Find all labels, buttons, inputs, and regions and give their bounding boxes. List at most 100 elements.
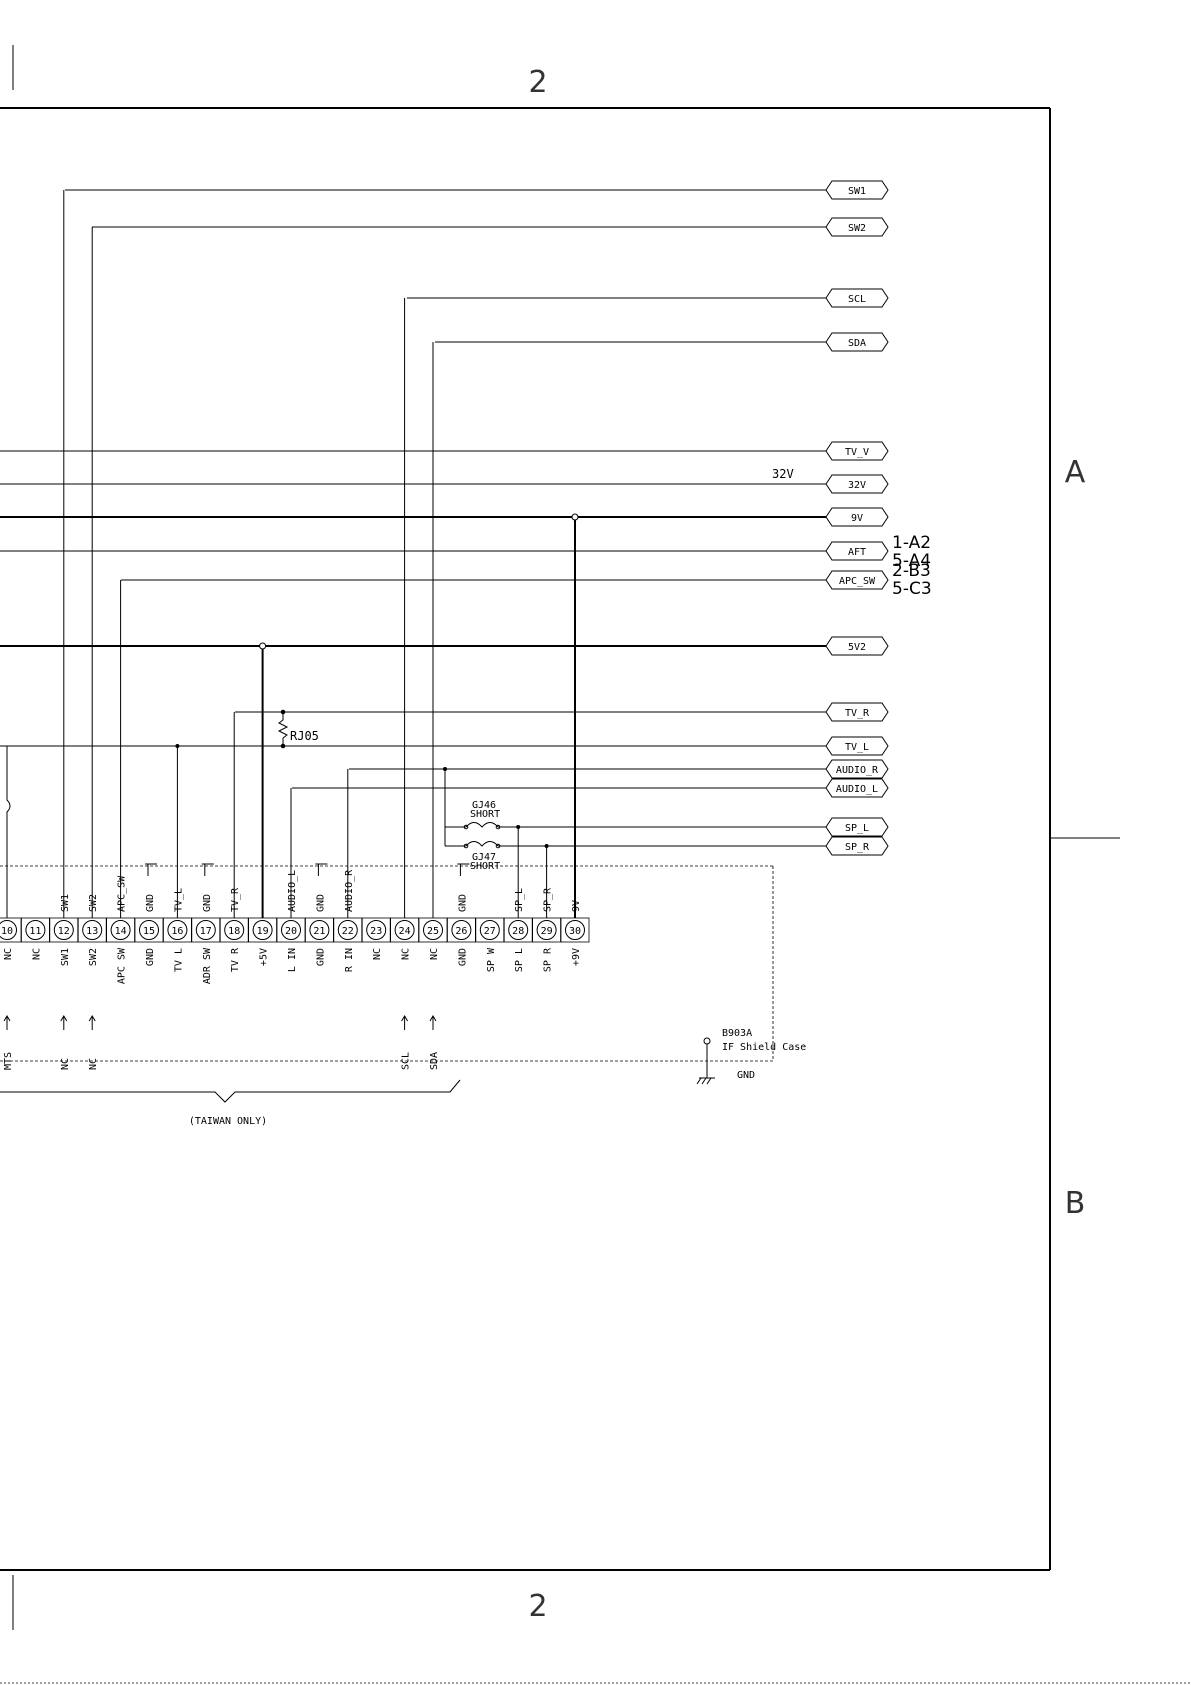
net-port-label: SW1 (848, 186, 866, 197)
pin-bottom-label: NC (372, 948, 383, 960)
net-port-aft: AFT (825, 541, 889, 561)
pin-bottom-label: SP W (486, 947, 497, 972)
pin-bottom-label: SP L (514, 948, 525, 972)
net-port-label: 32V (848, 480, 866, 491)
pin-bottom-label: APC SW (117, 947, 128, 984)
taiwan-note: (TAIWAN ONLY) (189, 1116, 267, 1127)
net-port-tv_r: TV_R (825, 702, 889, 722)
pin-top-label: TV_L (173, 888, 184, 912)
junction-5v2 (259, 642, 267, 650)
pin-number: 27 (484, 926, 496, 937)
connector-pin-19: 19 +5V (248, 917, 278, 966)
net-port-tv_v: TV_V (825, 441, 889, 461)
pin-bottom-label: L IN (287, 948, 298, 972)
junction-audio-r (443, 767, 447, 771)
cross-ref-2: 5-A4 (892, 551, 931, 571)
net-port-label: SP_R (845, 842, 870, 853)
connector-pin-27: 27 SP W (475, 917, 505, 972)
cross-ref-3: 2-B3 (892, 561, 931, 581)
pin-number: 24 (399, 926, 411, 937)
junction-sp-l (516, 825, 521, 829)
pin-top-label: GND (315, 894, 326, 912)
pin-top-label: SP_R (543, 887, 554, 912)
pin-number: 30 (569, 926, 581, 937)
pin-number: 12 (58, 926, 70, 937)
pin-number: 18 (228, 926, 240, 937)
pin-number: 23 (370, 926, 382, 937)
net-port-5v2: 5V2 (825, 636, 889, 656)
net-port-label: AUDIO_R (836, 765, 879, 776)
pin-number: 22 (342, 926, 354, 937)
pin-number: 19 (257, 926, 269, 937)
pin-bottom-label: R IN (344, 948, 355, 972)
net-port-audio_r: AUDIO_R (825, 759, 889, 779)
taiwan-brace (0, 1079, 461, 1103)
pin-number: 26 (455, 926, 467, 937)
pin-top-label: GND (145, 894, 156, 912)
net-port-sw1: SW1 (825, 180, 889, 200)
net-port-sda: SDA (825, 332, 889, 352)
pin-bottom-label: +5V (259, 948, 270, 966)
jumper-gj47-value: SHORT (470, 861, 500, 872)
net-port-32v: 32V (825, 474, 889, 494)
pin-bottom-label: SW2 (88, 948, 99, 966)
net-port-tv_l: TV_L (825, 736, 889, 756)
pin-bottom-label: TV R (230, 947, 241, 972)
junction-9v (571, 513, 579, 521)
shield-case-symbol (696, 1037, 715, 1085)
pin-top-label: APC_SW (117, 875, 128, 912)
net-port-apc_sw: APC_SW (825, 570, 889, 590)
pin-bottom-label: SP R (543, 947, 554, 972)
jumper-gj46-ref: GJ46 (472, 800, 496, 811)
pin-bottom-label: GND (145, 948, 156, 966)
taiwan-signal-label: NC (60, 1058, 71, 1070)
pin-number: 25 (427, 926, 439, 937)
pin-top-label: SW1 (60, 894, 71, 912)
taiwan-signal-mts: MTS (3, 1015, 14, 1070)
row-label-a: A (1065, 455, 1086, 490)
jumper-gj46-value: SHORT (470, 809, 500, 820)
pin-bottom-label: NC (31, 948, 42, 960)
connector-pin-22: 22 AUDIO_R R IN (333, 869, 363, 972)
cross-ref-4: 5-C3 (892, 579, 932, 599)
pin-top-label: AUDIO_L (287, 870, 298, 912)
pin-top-label: SP_L (514, 888, 525, 912)
pin-top-label: GND (457, 894, 468, 912)
resistor-label: RJ05 (290, 729, 319, 743)
net-port-label: SCL (848, 294, 866, 305)
pin-number: 17 (200, 926, 212, 937)
net-port-label: TV_V (845, 447, 869, 458)
pin-top-label: AUDIO_R (344, 869, 355, 912)
connector-zone-outline (0, 865, 774, 1062)
pin-number: 15 (143, 926, 155, 937)
net-port-sp_r: SP_R (825, 836, 889, 856)
pin-bottom-label: SW1 (60, 948, 71, 966)
net-port-label: SP_L (845, 823, 869, 834)
taiwan-signal-label: NC (88, 1058, 99, 1070)
taiwan-signal-sda: SDA (429, 1015, 440, 1070)
shield-gnd: GND (737, 1070, 755, 1081)
pin-number: 13 (86, 926, 98, 937)
pin-number: 11 (29, 926, 41, 937)
net-port-label: APC_SW (839, 576, 876, 587)
jumper-gj47-ref: GJ47 (472, 852, 496, 863)
voltage-note-32v: 32V (772, 467, 794, 481)
sheet-frame (0, 45, 1191, 1684)
shield-desc: IF Shield Case (722, 1042, 806, 1053)
